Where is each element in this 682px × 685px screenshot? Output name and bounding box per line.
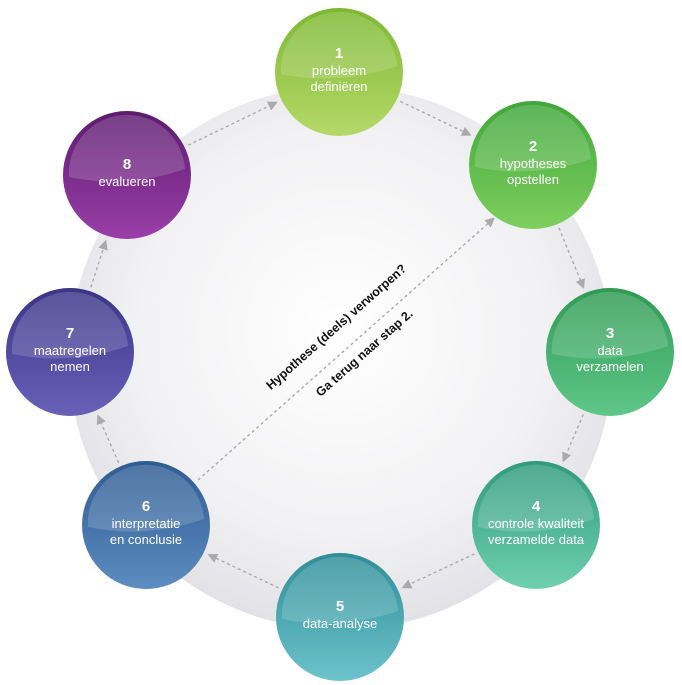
step-1-label: definiëren: [310, 79, 367, 94]
step-2-number: 2: [529, 138, 537, 155]
cycle-arrow-8: [187, 101, 278, 146]
step-2-circle: [469, 101, 597, 229]
cycle-arrow-1: [400, 100, 472, 136]
step-8-label: evalueren: [98, 174, 155, 189]
step-8-gloss: [68, 114, 185, 182]
step-4-label: controle kwaliteit: [488, 516, 584, 531]
step-7-label: nemen: [50, 359, 90, 374]
cycle-arrow-4: [401, 553, 475, 589]
step-6-gloss: [87, 464, 204, 532]
step-5-circle: [276, 553, 404, 681]
cycle-background: [69, 86, 613, 630]
step-2-gloss: [474, 104, 591, 172]
cycle-arrow-3: [562, 414, 584, 463]
cycle-arrow-2: [558, 227, 585, 290]
step-4-circle: [472, 461, 600, 589]
step-8-number: 8: [123, 156, 131, 173]
step-6-circle: [82, 461, 210, 589]
step-1-number: 1: [335, 45, 343, 62]
cycle-arrow-5: [207, 553, 279, 589]
step-4-label: verzamelde data: [488, 532, 585, 547]
step-3-number: 3: [606, 325, 614, 342]
step-7-number: 7: [66, 325, 74, 342]
step-4-gloss: [477, 464, 594, 532]
step-3-gloss: [551, 291, 668, 359]
step-2-label: opstellen: [507, 172, 559, 187]
step-6-number: 6: [142, 498, 150, 515]
step-1-label: probleem: [312, 63, 366, 78]
step-7-gloss: [11, 291, 128, 359]
step-4-number: 4: [532, 498, 541, 515]
step-1-circle: [275, 8, 403, 136]
step-7-circle: [6, 288, 134, 416]
step-5-gloss: [281, 556, 398, 624]
step-2-label: hypotheses: [500, 156, 567, 171]
step-8-circle: [63, 111, 191, 239]
step-6-label: interpretatie: [112, 516, 181, 531]
step-6-label: en conclusie: [110, 532, 182, 547]
step-3-circle: [546, 288, 674, 416]
step-3-label: verzamelen: [576, 359, 643, 374]
step-5-number: 5: [336, 598, 344, 615]
step-5-label: data-analyse: [303, 616, 377, 631]
step-3-label: data: [597, 343, 623, 358]
step-1-gloss: [280, 11, 397, 79]
cycle-arrow-6: [96, 414, 120, 464]
step-7-label: maatregelen: [34, 343, 106, 358]
cycle-arrow-7: [90, 239, 108, 288]
cycle-arrows: [90, 100, 585, 589]
